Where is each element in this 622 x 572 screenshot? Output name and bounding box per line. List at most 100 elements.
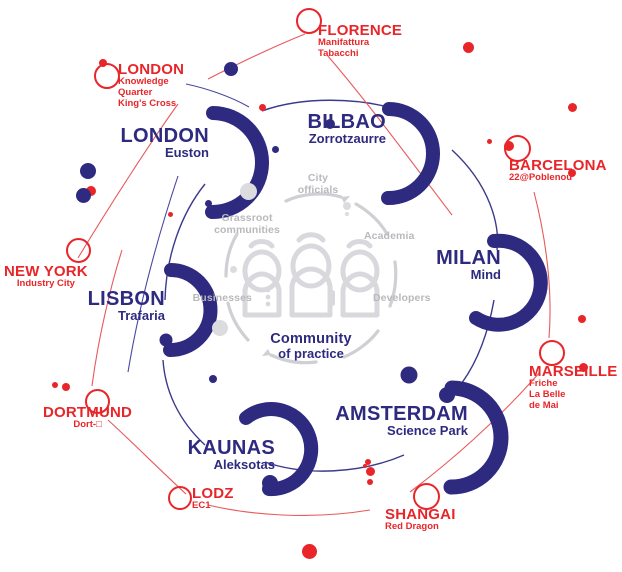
satellite-ring-london-kq (94, 63, 120, 89)
hub-sub-kaunas: Aleksotas (213, 457, 275, 473)
decor-dot-red (568, 169, 576, 177)
hub-marker-london-euston (205, 106, 269, 220)
people-group-icon (242, 232, 380, 318)
satellite-label-new-york[interactable]: NEW YORK Industry City (4, 264, 88, 290)
decor-dot-red (52, 382, 58, 388)
satellite-ring-new-york (66, 238, 91, 263)
decor-dot-red (579, 363, 588, 372)
stakeholder-label-city-officials: City officials (288, 172, 348, 197)
satellite-name-london-kq: LONDON (118, 61, 185, 78)
stakeholder-label-academia: Academia (364, 230, 414, 243)
hub-marker-lisbon (159, 263, 218, 358)
people-icon-accents (265, 287, 335, 307)
hub-name-amsterdam: AMSTERDAM (335, 403, 468, 425)
decor-dot-red (259, 104, 266, 111)
decor-dot-red (86, 186, 96, 196)
satellite-sub-new-york-1: Industry City (16, 278, 75, 290)
decor-dot-red (365, 459, 371, 465)
community-wheel (224, 192, 398, 365)
satellite-label-shangai[interactable]: SHANGAI Red Dragon (385, 507, 456, 533)
decor-dot-navy (272, 146, 279, 153)
decor-dot-grey (345, 212, 349, 216)
satellite-sub-florence-2: Tabacchi (318, 47, 359, 59)
satellite-ring-lodz (168, 486, 192, 510)
stakeholder-label-businesses: Businesses (185, 292, 252, 305)
satellite-label-lodz[interactable]: LODZ EC1 (192, 486, 234, 512)
hub-marker-bilbao (325, 102, 440, 206)
satellite-sub-marseille-3: de Mai (529, 399, 559, 411)
hub-name-london-euston: LONDON (120, 125, 209, 147)
community-heading-line2: of practice (278, 346, 344, 362)
satellite-sub-london-kq-1: Knowledge (118, 76, 169, 88)
hub-name-milan: MILAN (436, 247, 501, 269)
satellite-sub-lodz-1: EC1 (192, 500, 211, 512)
satellite-label-dortmund[interactable]: DORTMUND Dort-□ (43, 405, 132, 431)
satellite-ring-dortmund (85, 389, 110, 414)
hub-sub-milan: Mind (470, 267, 501, 283)
hub-sub-london-euston: Euston (164, 145, 209, 161)
decor-dot-navy (224, 62, 238, 76)
satellite-sub-dortmund-1: Dort-□ (73, 419, 102, 431)
satellite-name-marseille: MARSEILLE (529, 363, 618, 380)
hub-label-milan[interactable]: MILAN Mind (371, 248, 501, 282)
stakeholder-label-grassroot-communities: Grassroot communities (206, 212, 288, 237)
satellite-ring-marseille (539, 340, 565, 366)
decor-dot-red (363, 464, 367, 468)
satellite-label-marseille[interactable]: MARSEILLE Friche La Belle de Mai (529, 364, 617, 411)
satellite-name-dortmund: DORTMUND (43, 404, 133, 421)
hub-label-kaunas[interactable]: KAUNAS Aleksotas (120, 438, 275, 472)
satellite-label-florence[interactable]: FLORENCE Manifattura Tabacchi (318, 23, 402, 60)
hub-label-amsterdam[interactable]: AMSTERDAM Science Park (278, 404, 468, 438)
stakeholder-city-officials-line1: City (307, 172, 329, 184)
stakeholder-developers-line1: Developers (373, 292, 431, 304)
decor-dot-red (367, 479, 373, 485)
satellite-label-london-kq[interactable]: LONDON Knowledge Quarter King's Cross (118, 62, 184, 109)
satellite-ring-barcelona (504, 135, 531, 162)
decor-dot-grey (240, 183, 257, 200)
satellite-label-barcelona[interactable]: BARCELONA 22@Poblenou (509, 158, 607, 184)
satellite-name-lodz: LODZ (192, 485, 234, 502)
decor-dot-red (168, 212, 173, 217)
hub-marker-amsterdam (400, 366, 509, 495)
stakeholder-label-developers: Developers (373, 292, 431, 305)
decor-dot-red (487, 139, 492, 144)
hub-sub-lisbon: Trafaria (118, 308, 165, 324)
decor-dot-red (463, 42, 474, 53)
hub-label-bilbao[interactable]: BILBAO Zorrotzaurre (251, 112, 386, 146)
decor-dot-red (366, 467, 375, 476)
satellite-sub-marseille-1: Friche (529, 378, 558, 390)
decor-dot-navy (205, 200, 212, 207)
decor-dot-red (568, 103, 577, 112)
decor-dot-grey (230, 266, 237, 273)
hub-name-kaunas: KAUNAS (187, 437, 275, 459)
hub-name-bilbao: BILBAO (307, 111, 386, 133)
stakeholder-grassroot-line2: communities (214, 223, 280, 236)
satellite-sub-london-kq-3: King's Cross (118, 97, 177, 109)
hub-name-lisbon: LISBON (87, 288, 165, 310)
decor-dot-red (302, 544, 317, 559)
stakeholder-grassroot-line1: Grassroot (221, 212, 273, 224)
hub-label-london-euston[interactable]: LONDON Euston (39, 126, 209, 160)
satellite-name-shangai: SHANGAI (385, 506, 456, 523)
decor-dot-navy (76, 188, 91, 203)
hub-marker-milan (469, 233, 548, 332)
satellite-name-new-york: NEW YORK (4, 263, 88, 280)
stakeholder-city-officials-line2: officials (297, 183, 339, 196)
satellite-sub-barcelona-1: 22@Poblenou (509, 172, 573, 184)
satellite-ring-florence (296, 8, 322, 34)
decor-dot-grey (343, 202, 351, 210)
stakeholder-businesses-line1: Businesses (192, 292, 252, 304)
hub-label-lisbon[interactable]: LISBON Trafaria (28, 289, 165, 323)
community-of-practice-heading: Community of practice (251, 331, 371, 362)
hub-sub-amsterdam: Science Park (387, 423, 468, 439)
satellite-sub-shangai-1: Red Dragon (385, 521, 439, 533)
decor-dot-grey (212, 320, 228, 336)
satellite-sub-florence-1: Manifattura (318, 37, 370, 49)
satellite-ring-shangai (413, 483, 440, 510)
decor-dot-navy (80, 163, 96, 179)
decor-dot-red (578, 315, 586, 323)
decor-dot-navy (209, 375, 217, 383)
hub-marker-kaunas (239, 402, 319, 497)
